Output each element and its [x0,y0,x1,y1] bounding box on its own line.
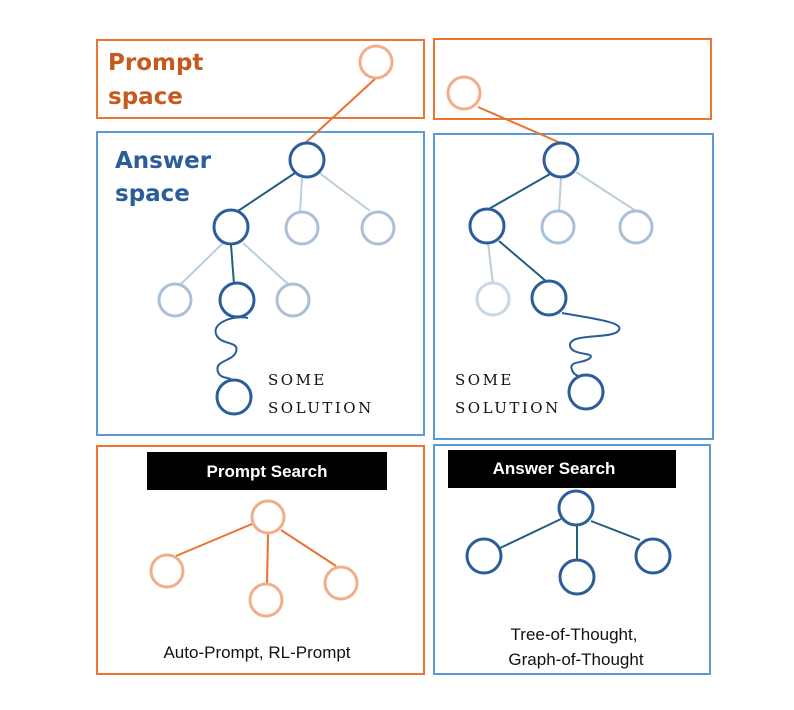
prompt-space-box-right [433,38,712,120]
answer-node-faded [540,209,576,245]
edge [590,520,641,541]
squiggle-path-left [214,316,249,386]
prompt-search-title: Prompt Search [207,462,328,481]
prompt-search-child-node [149,553,185,589]
answer-search-caption-line2: Graph-of-Thought [508,650,643,669]
solution-label-line2: SOLUTION [268,399,374,417]
answer-node-faded [284,210,320,246]
answer-space-box-right [433,133,714,440]
edge-faded [317,171,371,212]
edge [280,529,337,567]
squiggle-path-right [561,312,621,379]
answer-node-faded [275,282,311,318]
answer-search-child-node [558,558,596,596]
answer-node-faded [618,209,654,245]
prompt-search-child-node [248,582,284,618]
prompt-search-root-node [250,499,286,535]
edge-faded [487,242,494,285]
answer-node-active [468,207,506,245]
edge [497,518,562,550]
solution-node-left [215,378,253,416]
answer-node-faded [157,282,193,318]
prompt-space-label-line2: space [108,84,183,110]
answer-space-label-line1: Answer [115,148,212,174]
edge [230,244,235,285]
answer-node-active [212,208,250,246]
edge [498,240,548,283]
answer-node-active [218,281,256,319]
answer-search-title: Answer Search [493,459,616,478]
prompt-space-label-line1: Prompt [108,50,203,76]
answer-space-label-line2: space [115,181,190,207]
prompt-to-root-edge-left [301,77,377,147]
edge-faded [299,177,303,213]
answer-search-caption-line1: Tree-of-Thought, [511,625,638,644]
prompt-search-caption: Auto-Prompt, RL-Prompt [163,643,350,662]
solution-label-line1: SOME [455,371,514,389]
prompt-search-box [96,445,425,675]
answer-search-root-node [557,489,595,527]
edge-faded [558,177,562,212]
answer-node-active [530,279,568,317]
edge [175,523,253,557]
solution-label-line1: SOME [268,371,327,389]
edge-faded [242,242,289,285]
prompt-node-right [446,75,482,111]
prompt-node-left [358,44,394,80]
answer-search-box [433,444,711,675]
answer-root-node-left [288,141,326,179]
prompt-search-child-node [323,565,359,601]
solution-node-right [567,373,605,411]
answer-node-faded [475,281,511,317]
answer-search-child-node [634,537,672,575]
answer-search-title-bar [448,450,676,488]
answer-root-node-right [542,141,580,179]
prompt-search-title-bar [147,452,387,490]
edge [486,173,551,211]
edge-faded [575,171,637,212]
answer-search-child-node [465,537,503,575]
prompt-space-box-left [96,39,425,119]
prompt-to-root-edge-right [477,106,564,145]
edge-faded [179,242,224,286]
edge [266,533,269,585]
edge [237,172,296,212]
answer-node-faded [360,210,396,246]
answer-space-box-left [96,131,425,436]
solution-label-line2: SOLUTION [455,399,561,417]
